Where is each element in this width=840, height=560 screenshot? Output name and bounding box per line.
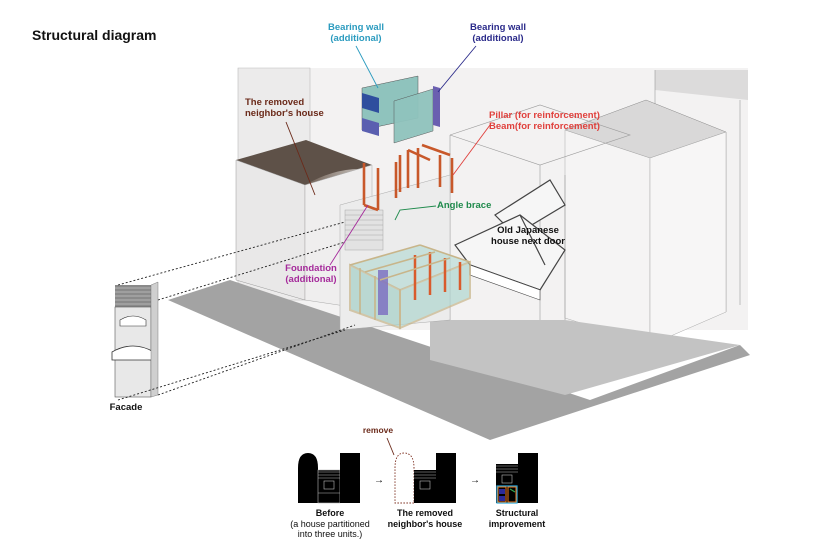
arrow-2: → bbox=[470, 475, 480, 486]
step-removed-caption: The removed neighbor's house bbox=[380, 508, 470, 529]
pillars-and-beams bbox=[362, 143, 454, 212]
label-bearing-wall-1: Bearing wall (additional) bbox=[320, 22, 392, 44]
label-old-house-line1: Old Japanese bbox=[497, 225, 559, 236]
arrow-1: → bbox=[374, 475, 384, 486]
bearing-walls bbox=[361, 75, 440, 144]
old-japanese-house-roof bbox=[454, 179, 566, 301]
label-old-japanese-house: Old Japanese house next door bbox=[488, 225, 568, 247]
step-before-caption: Before (a house partitioned into three u… bbox=[280, 508, 380, 540]
label-pillar: Pillar (for reinforcement) bbox=[489, 110, 600, 121]
step-before-icon bbox=[298, 453, 360, 504]
step-improved-title: Structural bbox=[495, 508, 539, 518]
step-removed-title: The removed bbox=[396, 508, 454, 518]
step-before-sub1: (a house partitioned bbox=[290, 518, 370, 529]
step-improved-sub1: improvement bbox=[488, 518, 546, 529]
label-bearing-wall-1-line1: Bearing wall bbox=[328, 22, 384, 33]
label-bearing-wall-2: Bearing wall (additional) bbox=[462, 22, 534, 44]
label-foundation-line1: Foundation bbox=[285, 263, 337, 274]
step-removed-icon bbox=[394, 452, 456, 504]
label-foundation: Foundation (additional) bbox=[276, 263, 346, 285]
label-bearing-wall-1-line2: (additional) bbox=[330, 33, 382, 44]
label-foundation-line2: (additional) bbox=[285, 274, 337, 285]
step-improved-caption: Structural improvement bbox=[472, 508, 562, 529]
facade-drawing bbox=[111, 281, 159, 398]
label-removed-house-line2: neighbor's house bbox=[245, 108, 324, 119]
label-pillar-beam: Pillar (for reinforcement) Beam(for rein… bbox=[489, 110, 600, 132]
step-before-sub2: into three units.) bbox=[297, 529, 363, 539]
diagram-title: Structural diagram bbox=[32, 27, 157, 43]
label-removed-house: The removed neighbor's house bbox=[245, 97, 324, 119]
label-angle-brace: Angle brace bbox=[437, 200, 492, 211]
step-before-title: Before bbox=[315, 508, 345, 518]
leader-lines bbox=[285, 45, 491, 456]
label-removed-house-line1: The removed bbox=[245, 97, 305, 108]
label-bearing-wall-2-line1: Bearing wall bbox=[470, 22, 526, 33]
label-old-house-line2: house next door bbox=[491, 236, 565, 247]
step-improved-icon bbox=[496, 453, 538, 504]
step-removed-sub1: neighbor's house bbox=[387, 518, 463, 529]
foundation-frame bbox=[349, 244, 471, 330]
label-beam: Beam(for reinforcement) bbox=[489, 121, 600, 132]
projection-lines bbox=[117, 221, 356, 401]
label-facade: Facade bbox=[109, 402, 143, 413]
label-bearing-wall-2-line2: (additional) bbox=[472, 33, 524, 44]
label-remove: remove bbox=[362, 425, 394, 435]
